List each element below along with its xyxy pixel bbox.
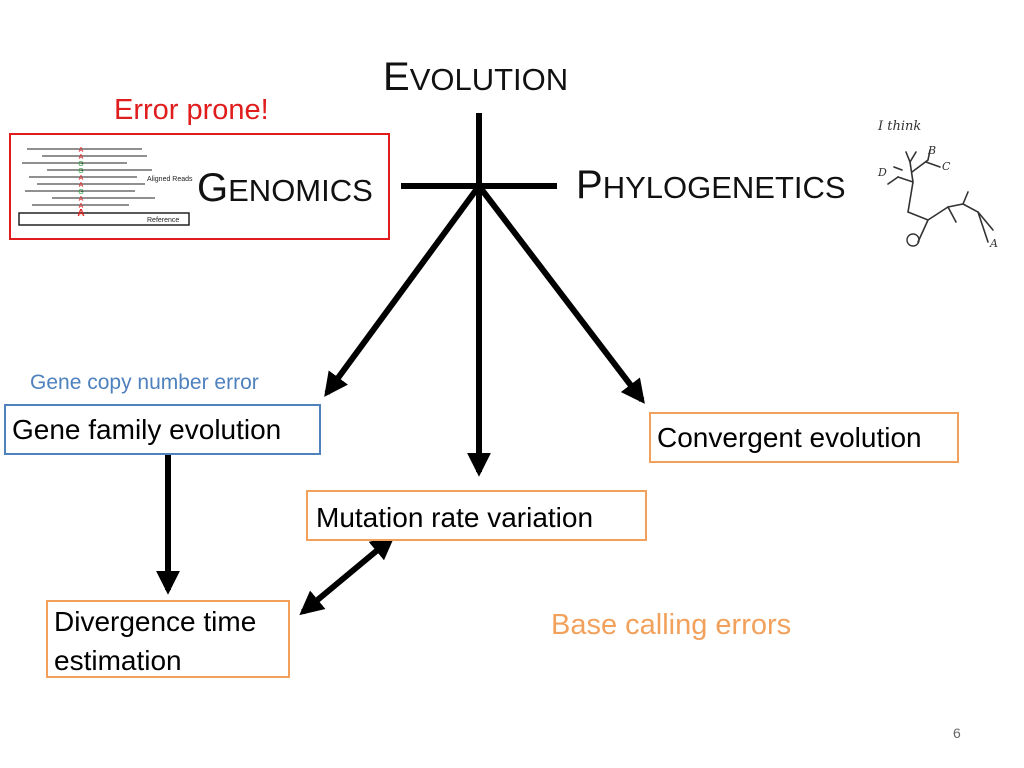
base-letter: A bbox=[79, 154, 84, 161]
base-letter: A bbox=[79, 182, 84, 189]
tree-label: A bbox=[989, 237, 998, 250]
base-letter: A bbox=[79, 175, 84, 182]
error-prone-note: Error prone! bbox=[114, 94, 269, 126]
tree-label: C bbox=[942, 160, 951, 173]
base-letter: A bbox=[79, 203, 84, 210]
divergence-box: Divergence time estimation bbox=[46, 600, 290, 678]
page-number: 6 bbox=[953, 725, 961, 741]
base-letter: A bbox=[79, 147, 84, 154]
gene-copy-note: Gene copy number error bbox=[30, 371, 259, 394]
genomics-label-cap: G bbox=[197, 166, 229, 210]
arrow-to-gene-family bbox=[324, 184, 482, 397]
reference-bar bbox=[18, 212, 190, 226]
convergent-box: Convergent evolution bbox=[649, 412, 959, 463]
slide-title-cap: E bbox=[383, 55, 410, 99]
reference-label: Reference bbox=[147, 217, 179, 224]
tree-root-marker bbox=[906, 233, 920, 247]
divergence-line-2: estimation bbox=[54, 645, 182, 676]
genomics-label-rest: enomics bbox=[228, 173, 373, 208]
phylogenetics-label-cap: P bbox=[576, 163, 603, 207]
darwin-tree-sketch: I think B C D A bbox=[877, 119, 998, 250]
tree-label: B bbox=[927, 144, 936, 157]
tree-label: D bbox=[877, 166, 887, 179]
base-letter: G bbox=[78, 168, 83, 175]
phylogenetics-label-rest: hylogenetics bbox=[602, 170, 846, 205]
read-alignment-figure: A A G G A A G A A A Aligned Reads Refere… bbox=[18, 147, 193, 226]
genomics-box: A A G G A A G A A A Aligned Reads Refere… bbox=[9, 133, 390, 240]
mutation-rate-box: Mutation rate variation bbox=[306, 490, 647, 541]
gene-family-box: Gene family evolution bbox=[4, 404, 321, 455]
base-letter: G bbox=[78, 189, 83, 196]
darwin-caption: I think bbox=[877, 119, 921, 134]
reference-base-letter: A bbox=[77, 208, 84, 219]
slide-title-rest: volution bbox=[409, 62, 569, 97]
phylogenetics-label: Phylogenetics bbox=[576, 163, 846, 208]
base-letter: A bbox=[79, 196, 84, 203]
base-letter: G bbox=[78, 161, 83, 168]
base-calling-note: Base calling errors bbox=[551, 609, 792, 641]
divergence-line-1: Divergence time bbox=[54, 606, 257, 637]
slide-title: Evolution bbox=[383, 55, 568, 100]
arrow-to-convergent bbox=[476, 184, 645, 404]
aligned-reads-label: Aligned Reads bbox=[147, 176, 193, 183]
genomics-label: Genomics bbox=[197, 166, 373, 211]
double-arrow-divergence-mutation bbox=[299, 535, 395, 616]
